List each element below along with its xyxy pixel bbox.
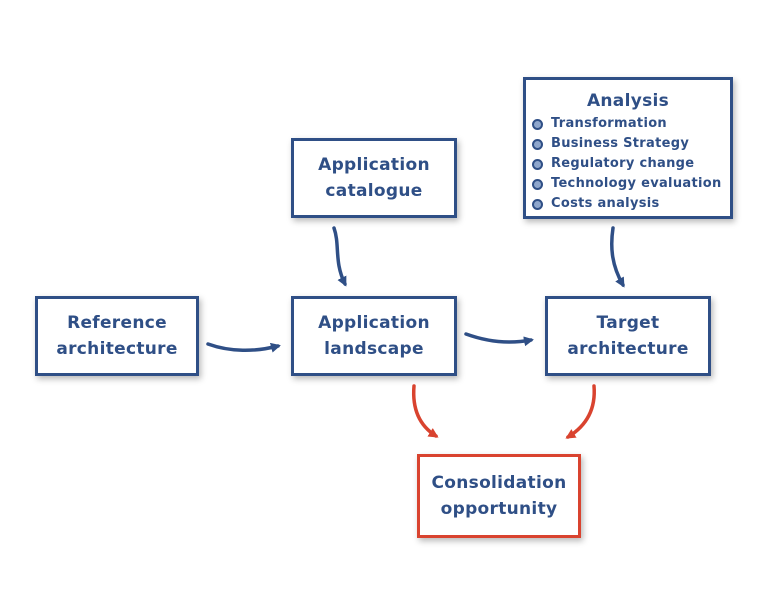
analysis-item-label: Technology evaluation — [551, 176, 722, 191]
box-label-line: Application — [318, 155, 430, 175]
box-label-line: Reference — [67, 313, 167, 333]
consolidation-opportunity-box: Consolidation opportunity — [417, 454, 581, 538]
analysis-list: Transformation Business Strategy Regulat… — [532, 114, 722, 214]
analysis-item-label: Transformation — [551, 116, 667, 131]
analysis-item: Technology evaluation — [532, 174, 722, 194]
analysis-item: Transformation — [532, 114, 722, 134]
arrow-landscape-to-consolidation — [411, 384, 439, 438]
box-label-line: opportunity — [440, 499, 558, 519]
analysis-box: Analysis Transformation Business Strateg… — [523, 77, 733, 219]
analysis-title: Analysis — [586, 91, 670, 111]
target-architecture-box: Target architecture — [545, 296, 711, 376]
box-label-line: catalogue — [325, 181, 423, 201]
application-catalogue-box: Application catalogue — [291, 138, 457, 218]
bullet-icon — [532, 198, 543, 210]
bullet-icon — [532, 158, 543, 170]
analysis-item-label: Regulatory change — [551, 156, 695, 171]
application-landscape-box: Application landscape — [291, 296, 457, 376]
box-label-line: Application — [318, 313, 430, 333]
bullet-icon — [532, 178, 543, 190]
analysis-item: Business Strategy — [532, 134, 722, 154]
arrow-catalogue-to-landscape — [332, 226, 347, 287]
bullet-icon — [532, 118, 543, 130]
analysis-item: Costs analysis — [532, 194, 722, 214]
arrow-analysis-to-target — [610, 226, 625, 288]
reference-architecture-box: Reference architecture — [35, 296, 199, 376]
bullet-icon — [532, 138, 543, 150]
analysis-item-label: Costs analysis — [551, 196, 660, 211]
box-label-line: architecture — [56, 339, 178, 359]
arrow-reference-to-landscape — [206, 342, 281, 353]
box-label-line: landscape — [324, 339, 424, 359]
arrow-landscape-to-target — [464, 332, 534, 347]
box-label-line: Consolidation — [431, 473, 567, 493]
analysis-item: Regulatory change — [532, 154, 722, 174]
arrow-target-to-consolidation — [565, 384, 596, 439]
analysis-item-label: Business Strategy — [551, 136, 690, 151]
box-label-line: Target — [596, 313, 660, 333]
box-label-line: architecture — [567, 339, 689, 359]
